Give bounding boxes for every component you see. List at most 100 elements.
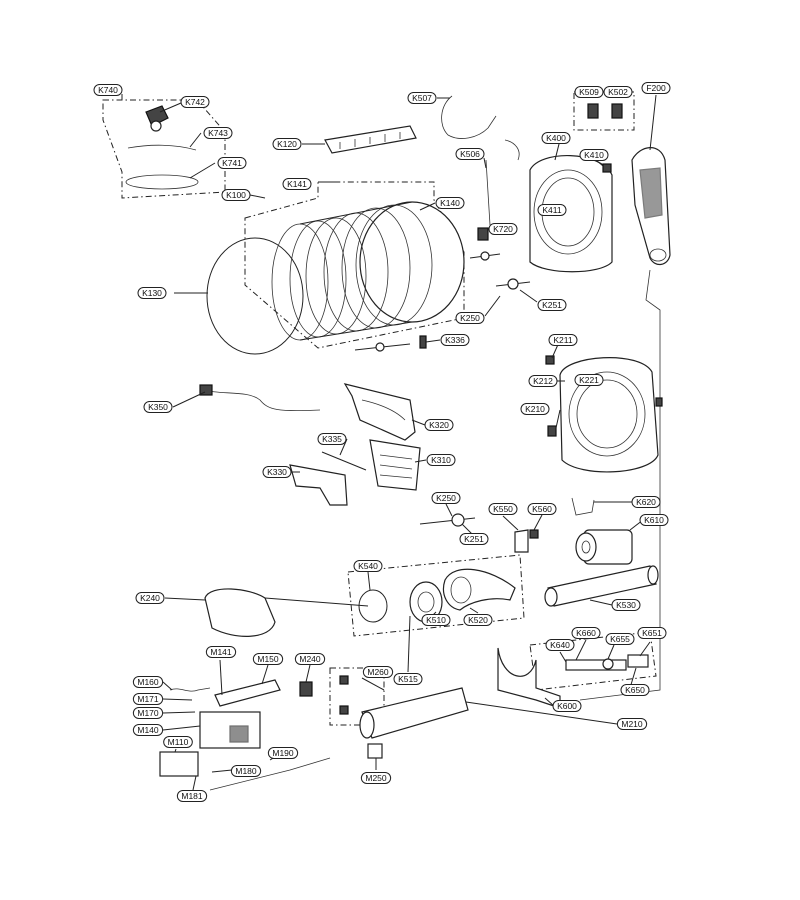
callout-k741: K741: [217, 157, 247, 169]
callout-text: K310: [431, 455, 451, 465]
callout-m260: M260: [362, 666, 394, 678]
callout-bubble: [616, 718, 648, 730]
callout-bubble: [407, 92, 437, 104]
callout-k651: K651: [637, 627, 667, 639]
power-cord-k350: [204, 389, 321, 412]
callout-f200: F200: [641, 82, 671, 94]
callout-bubble: [294, 653, 326, 665]
exhaust-duct-k530: [544, 565, 659, 607]
callout-m240: M240: [294, 653, 326, 665]
group-boundary-k500: [573, 91, 635, 131]
callout-bubble: [353, 560, 383, 572]
callout-bubble: [217, 157, 247, 169]
callout-k251a: K251: [537, 299, 567, 311]
callout-text: K510: [426, 615, 446, 625]
roller-assembly-k250-upper: [469, 251, 531, 290]
callout-text: K502: [608, 87, 628, 97]
callout-text: K140: [440, 198, 460, 208]
callout-k320: K320: [424, 419, 454, 431]
callout-bubble: [180, 96, 210, 108]
callout-bubble: [317, 433, 347, 445]
callout-bubble: [132, 724, 164, 736]
callout-bubble: [252, 653, 284, 665]
part-k211: [545, 355, 555, 365]
callout-k211: K211: [548, 334, 578, 346]
callout-bubble: [603, 86, 633, 98]
callout-k130: K130: [137, 287, 167, 299]
callout-bubble: [520, 403, 550, 415]
filter-f200: [631, 147, 671, 265]
wire-m160: [169, 687, 211, 692]
drum-k140: [271, 201, 465, 341]
callout-text: K620: [636, 497, 656, 507]
blower-housing-k520: [442, 568, 516, 611]
callout-bubble: [137, 287, 167, 299]
part-k410: [602, 163, 612, 173]
callout-m181: M181: [176, 790, 208, 802]
callout-m140: M140: [132, 724, 164, 736]
callout-text: K411: [542, 205, 561, 215]
callout-bubble: [132, 707, 164, 719]
callout-text: K240: [140, 593, 160, 603]
part-k210b: [655, 397, 663, 407]
callout-bubble: [548, 334, 578, 346]
hose-coil-k741: [125, 174, 199, 190]
switch-k509: [587, 103, 599, 119]
callout-k742: K742: [180, 96, 210, 108]
clip-m260b: [339, 705, 349, 715]
callout-bubble: [605, 633, 635, 645]
callout-bubble: [143, 401, 173, 413]
callout-m180: M180: [230, 765, 262, 777]
callout-text: K250: [436, 493, 456, 503]
callout-bubble: [176, 790, 208, 802]
callout-text: K212: [533, 376, 553, 386]
callout-bubble: [267, 747, 299, 759]
part-m240: [299, 681, 313, 697]
callout-k250a: K250: [455, 312, 485, 324]
callout-bubble: [272, 138, 302, 150]
callout-text: K651: [642, 628, 662, 638]
bracket-k330: [289, 464, 348, 506]
callout-bubble: [545, 639, 575, 651]
callout-bubble: [362, 666, 394, 678]
callout-k610: K610: [639, 514, 669, 526]
callout-k515: K515: [393, 673, 423, 685]
callout-bubble: [132, 693, 164, 705]
callout-bubble: [203, 127, 233, 139]
callout-k740: K740: [93, 84, 123, 96]
callout-k650: K650: [620, 684, 650, 696]
callout-text: K336: [445, 335, 465, 345]
callout-text: K507: [412, 93, 432, 103]
callout-text: K210: [525, 404, 545, 414]
roller-assembly-k250-lower: [419, 513, 476, 527]
callout-text: K330: [267, 467, 287, 477]
callout-k212: K212: [528, 375, 558, 387]
callout-text: K100: [226, 190, 246, 200]
callout-m190: M190: [267, 747, 299, 759]
callout-bubble: [230, 765, 262, 777]
callout-bubble: [639, 514, 669, 526]
callout-bubble: [424, 419, 454, 431]
callout-k550: K550: [488, 503, 518, 515]
callout-text: M140: [137, 725, 159, 735]
callout-k655: K655: [605, 633, 635, 645]
group-boundary-k740: [102, 99, 226, 199]
callout-text: K250: [460, 313, 480, 323]
callout-k506: K506: [455, 148, 485, 160]
callout-m160: M160: [132, 676, 164, 688]
callout-k540: K540: [353, 560, 383, 572]
callout-text: K400: [546, 133, 566, 143]
callout-text: K251: [464, 534, 484, 544]
gas-valve-m140: [199, 711, 261, 749]
callout-m110: M110: [163, 736, 193, 748]
pipe-m190: [209, 757, 331, 791]
callout-text: K742: [185, 97, 205, 107]
callout-text: K520: [468, 615, 488, 625]
callout-k100: K100: [221, 189, 251, 201]
callout-text: M210: [621, 719, 643, 729]
callout-bubble: [435, 197, 465, 209]
callout-bubble: [459, 533, 489, 545]
callout-bubble: [611, 599, 641, 611]
callout-bubble: [421, 614, 451, 626]
callout-bubble: [527, 503, 557, 515]
